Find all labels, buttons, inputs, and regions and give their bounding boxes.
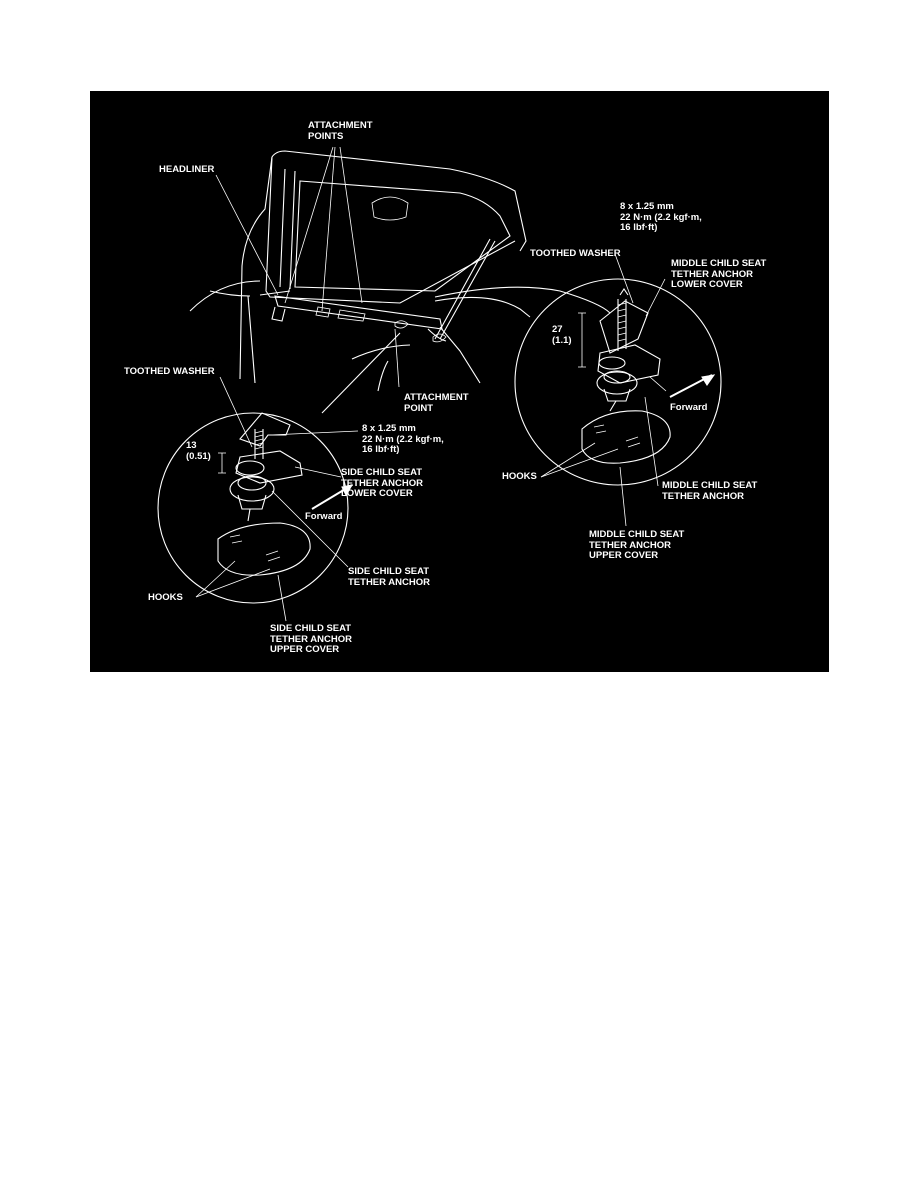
dimension-left-label: 13 (0.51) (186, 440, 211, 462)
bolt-spec-right-label: 8 x 1.25 mm 22 N·m (2.2 kgf·m, 16 lbf·ft… (620, 201, 702, 233)
middle-upper-cover-label: MIDDLE CHILD SEAT TETHER ANCHOR UPPER CO… (589, 529, 685, 561)
hooks-right-label: HOOKS (502, 471, 537, 482)
leader-lines (195, 146, 667, 622)
middle-anchor-detail-circle (514, 278, 722, 486)
middle-anchor-label: MIDDLE CHILD SEAT TETHER ANCHOR (662, 480, 758, 502)
hooks-left-label: HOOKS (148, 592, 183, 603)
side-anchor-label: SIDE CHILD SEAT TETHER ANCHOR (348, 566, 430, 588)
middle-lower-cover-label: MIDDLE CHILD SEAT TETHER ANCHOR LOWER CO… (671, 258, 767, 290)
attachment-points-label: ATTACHMENT POINTS (308, 120, 373, 142)
tether-anchor-diagram: ATTACHMENT POINTS HEADLINER 8 x 1.25 mm … (90, 91, 829, 672)
bolt-spec-left-label: 8 x 1.25 mm 22 N·m (2.2 kgf·m, 16 lbf·ft… (362, 423, 444, 455)
headliner-label: HEADLINER (159, 164, 215, 175)
forward-right-label: Forward (670, 402, 708, 413)
side-upper-cover-label: SIDE CHILD SEAT TETHER ANCHOR UPPER COVE… (270, 623, 352, 655)
vehicle-outline (189, 150, 527, 392)
side-lower-cover-label: SIDE CHILD SEAT TETHER ANCHOR LOWER COVE… (341, 467, 423, 499)
toothed-washer-right-label: TOOTHED WASHER (530, 248, 621, 259)
attachment-point-label: ATTACHMENT POINT (404, 392, 469, 414)
side-anchor-detail-circle (157, 412, 354, 604)
forward-left-label: Forward (305, 511, 343, 522)
dimension-right-label: 27 (1.1) (552, 324, 572, 346)
diagram-linework (157, 146, 722, 622)
toothed-washer-left-label: TOOTHED WASHER (124, 366, 215, 377)
